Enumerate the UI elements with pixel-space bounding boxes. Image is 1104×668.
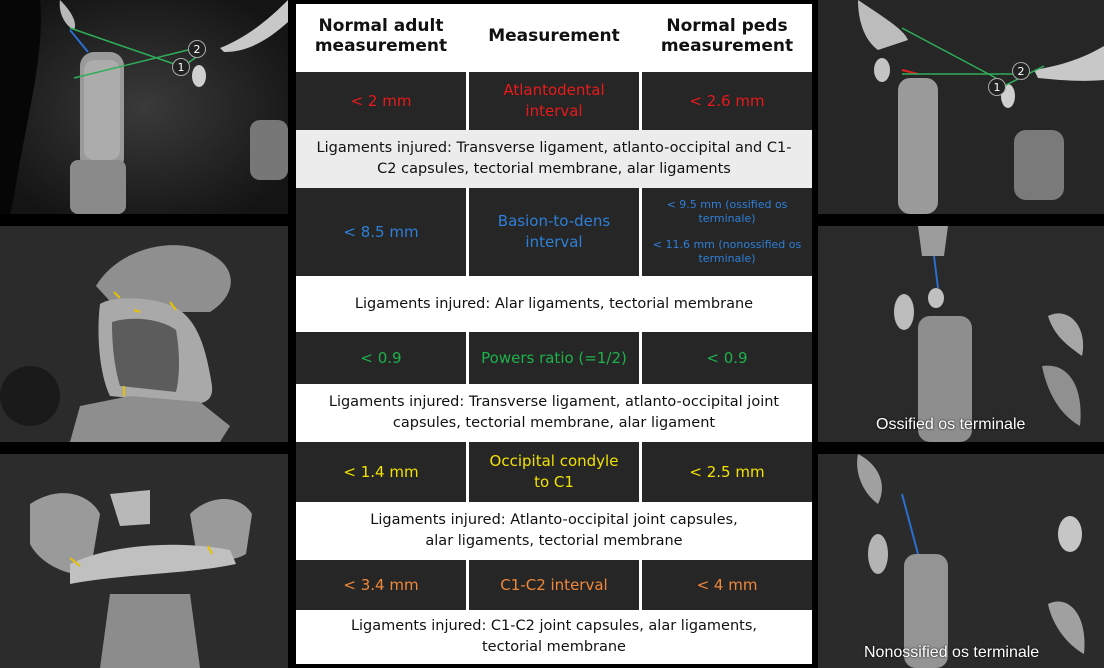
divider — [466, 72, 469, 130]
cell-adult: < 3.4 mm — [296, 560, 466, 610]
nonossified-os-terminale-label: Nonossified os terminale — [864, 644, 1040, 661]
table-header: Normal adult measurement Measurement Nor… — [296, 4, 812, 68]
cell-measurement: Atlantodental interval — [469, 72, 639, 130]
divider — [639, 560, 642, 610]
marker-2: 2 — [188, 40, 206, 58]
table-row-c1-c2: < 3.4 mm C1-C2 interval < 4 mm — [296, 560, 812, 610]
cell-measurement: Occipital condyle to C1 — [469, 442, 639, 502]
divider — [639, 332, 642, 384]
divider — [639, 188, 642, 276]
cell-peds: < 4 mm — [642, 560, 812, 610]
ct-right-middle-sagittal: Ossified os terminale — [818, 226, 1104, 442]
header-measurement: Measurement — [488, 26, 620, 46]
table-row-occipital-condyle: < 1.4 mm Occipital condyle to C1 < 2.5 m… — [296, 442, 812, 502]
ligaments-row-2: Ligaments injured: Alar ligaments, tecto… — [296, 276, 812, 332]
table-row-basion-dens: < 8.5 mm Basion-to-dens interval < 9.5 m… — [296, 188, 812, 276]
ligaments-row-4: Ligaments injured: Atlanto-occipital joi… — [296, 502, 812, 560]
cell-adult: < 2 mm — [296, 72, 466, 130]
ossified-os-terminale-label: Ossified os terminale — [876, 416, 1026, 433]
cell-adult: < 0.9 — [296, 332, 466, 384]
ct-left-bottom-coronal — [0, 454, 288, 668]
ct-left-top-sagittal: 1 2 — [0, 0, 288, 214]
divider — [466, 442, 469, 502]
cell-measurement: C1-C2 interval — [469, 560, 639, 610]
measurement-table: Normal adult measurement Measurement Nor… — [296, 4, 812, 664]
ligaments-row-3: Ligaments injured: Transverse ligament, … — [296, 384, 812, 442]
marker-1: 1 — [988, 78, 1006, 96]
cell-peds: < 2.6 mm — [642, 72, 812, 130]
cell-peds: < 9.5 mm (ossified os terminale) < 11.6 … — [642, 188, 812, 276]
divider — [466, 560, 469, 610]
divider — [639, 72, 642, 130]
divider — [466, 332, 469, 384]
marker-1: 1 — [172, 58, 190, 76]
header-adult: Normal adult measurement — [314, 16, 448, 56]
header-peds: Normal peds measurement — [660, 16, 794, 56]
ct-right-top-sagittal: 1 2 — [818, 0, 1104, 214]
ct-left-middle-coronal — [0, 226, 288, 442]
peds-ossified: < 9.5 mm (ossified os terminale) — [666, 198, 788, 225]
marker-2: 2 — [1012, 62, 1030, 80]
table-row-atlantodental: < 2 mm Atlantodental interval < 2.6 mm — [296, 72, 812, 130]
divider — [639, 442, 642, 502]
cell-peds: < 0.9 — [642, 332, 812, 384]
cell-measurement: Powers ratio (=1/2) — [469, 332, 639, 384]
table-row-powers-ratio: < 0.9 Powers ratio (=1/2) < 0.9 — [296, 332, 812, 384]
peds-nonossified: < 11.6 mm (nonossified os terminale) — [652, 238, 802, 265]
cell-adult: < 1.4 mm — [296, 442, 466, 502]
cell-peds: < 2.5 mm — [642, 442, 812, 502]
cell-measurement: Basion-to-dens interval — [469, 188, 639, 276]
cell-adult: < 8.5 mm — [296, 188, 466, 276]
ligaments-row-5: Ligaments injured: C1-C2 joint capsules,… — [296, 610, 812, 664]
ct-right-bottom-sagittal: Nonossified os terminale — [818, 454, 1104, 668]
divider — [466, 188, 469, 276]
ligaments-row-1: Ligaments injured: Transverse ligament, … — [296, 130, 812, 188]
